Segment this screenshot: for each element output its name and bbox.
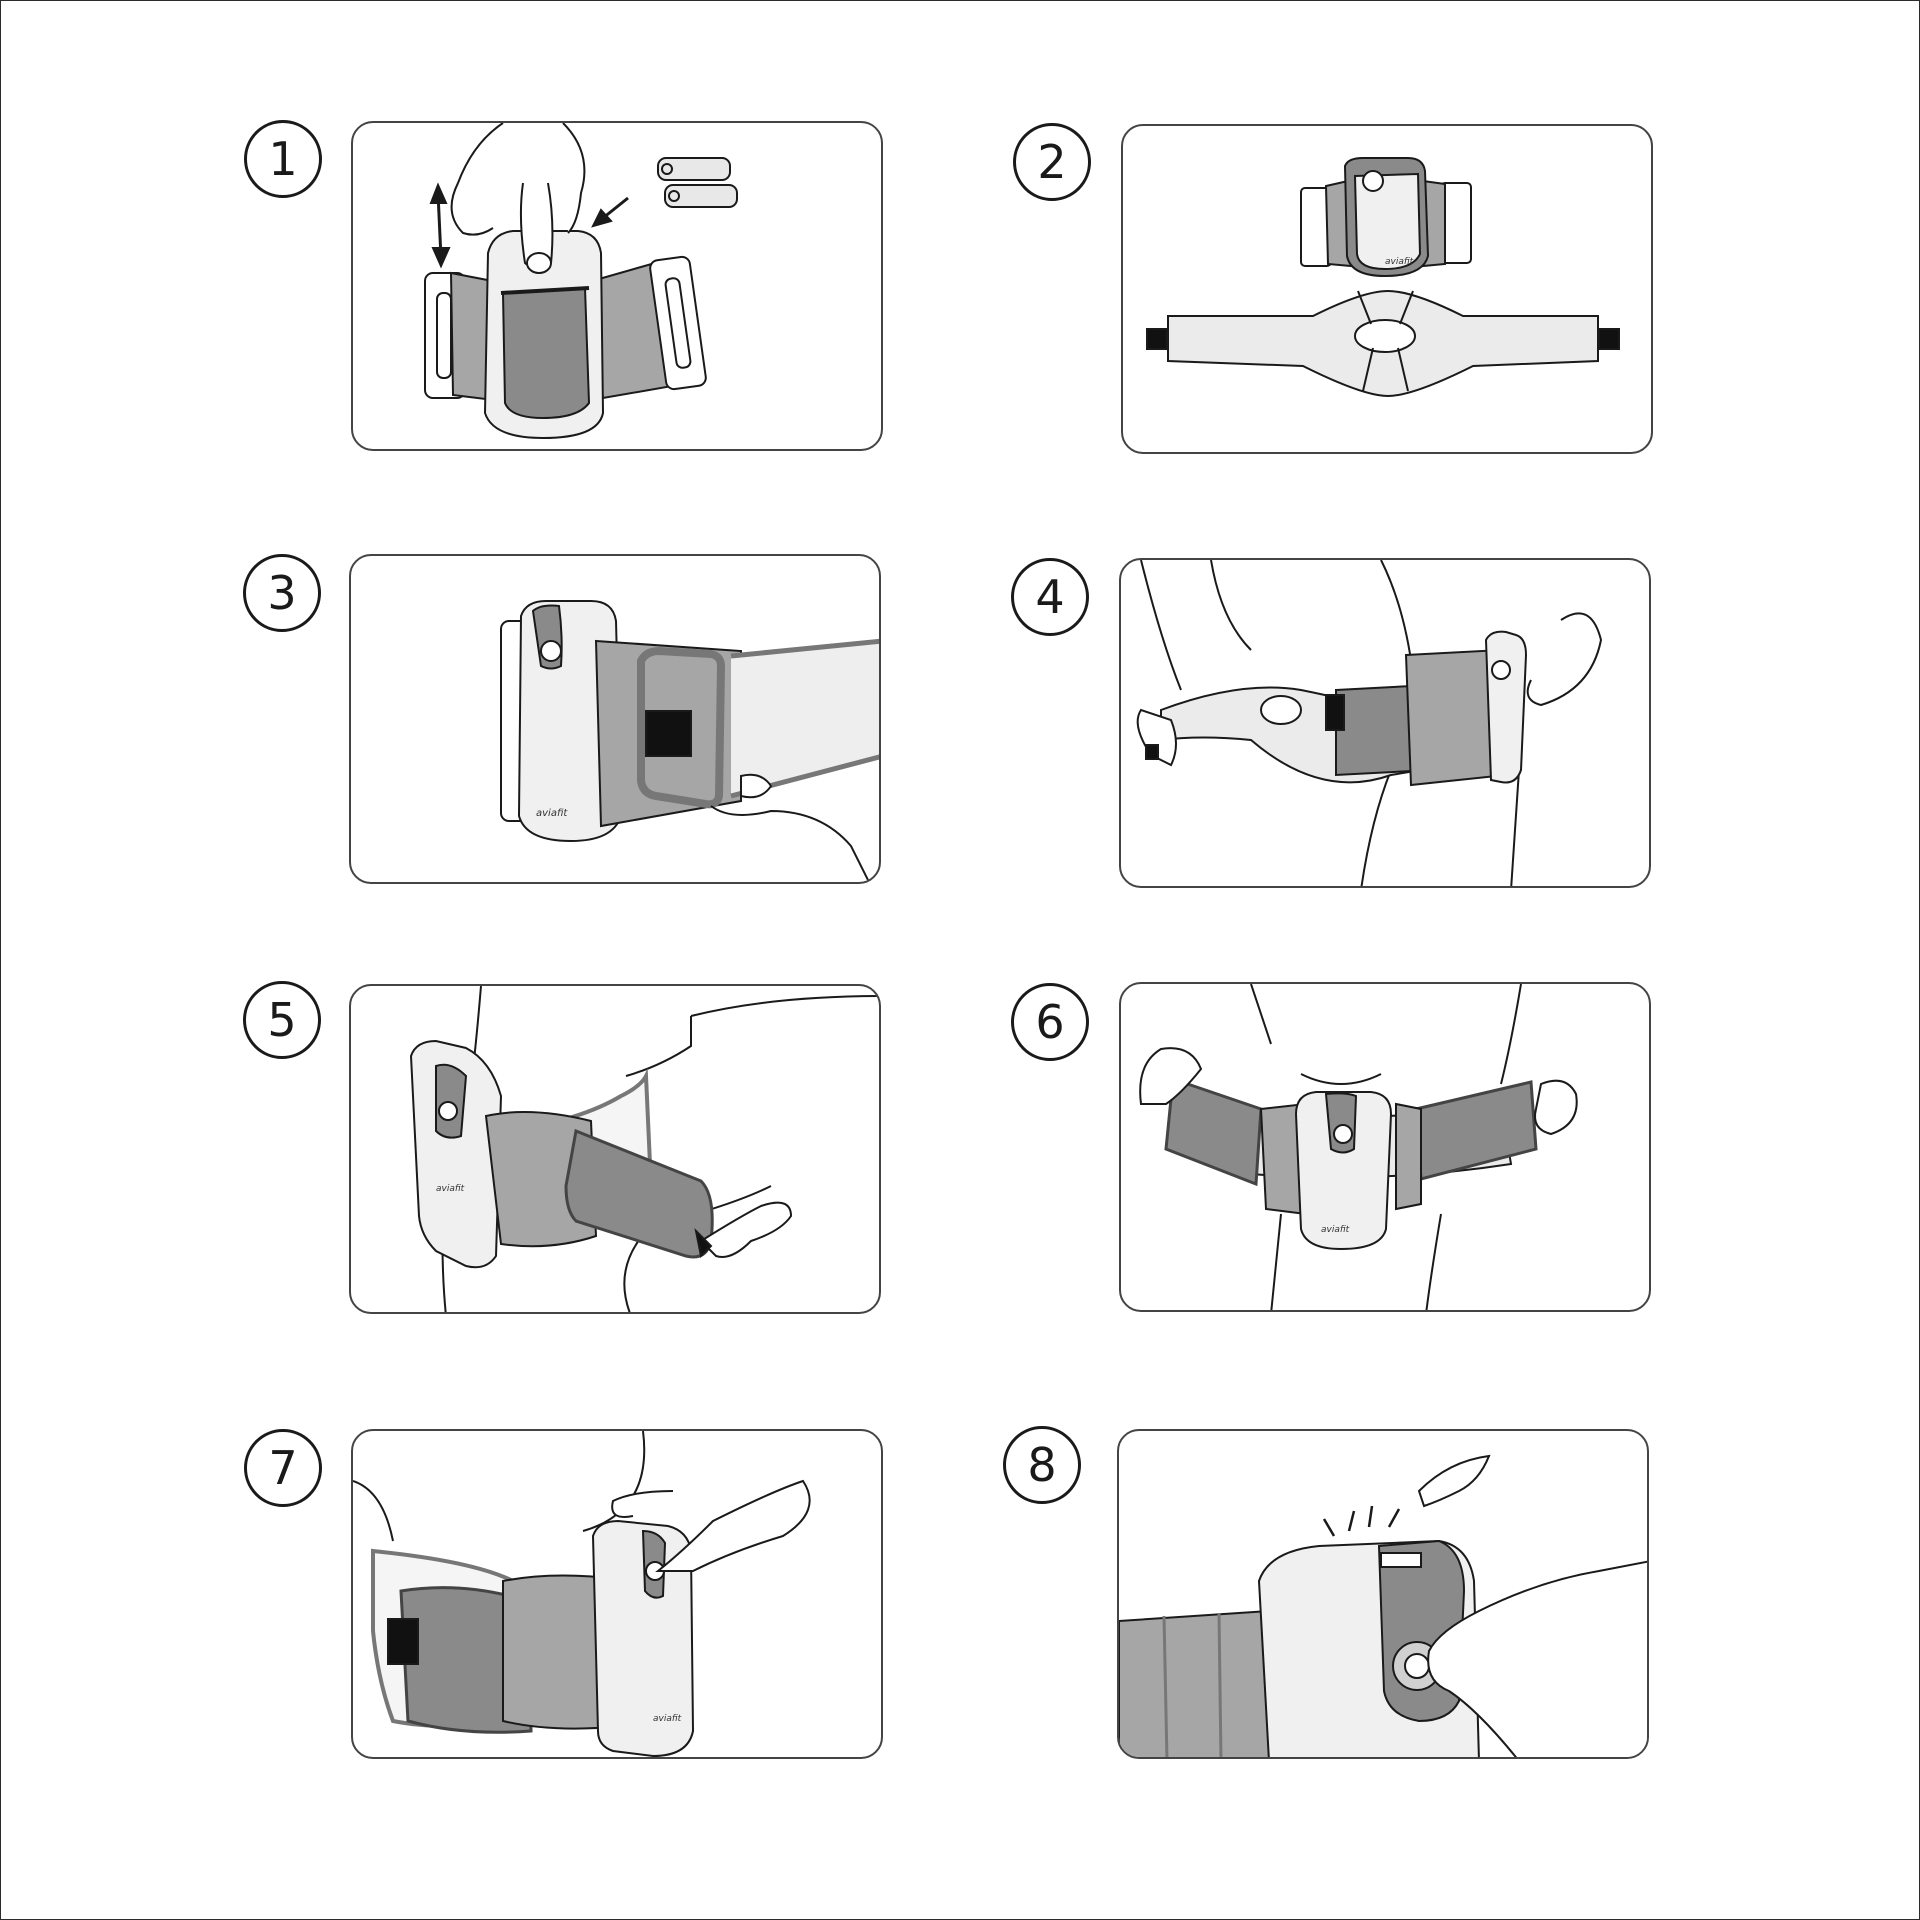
left-strap	[1166, 1079, 1261, 1184]
step-5-number: 5	[243, 981, 321, 1059]
step-5-panel: aviafit	[349, 984, 881, 1314]
step-1-panel	[351, 121, 883, 451]
brand-mark-6: aviafit	[1321, 1225, 1350, 1235]
velcro-patch	[388, 1619, 418, 1664]
step-3-number: 3	[243, 554, 321, 632]
step-2-number: 2	[1013, 123, 1091, 201]
step-3-illustration: aviafit	[351, 556, 881, 884]
step-4-illustration	[1121, 560, 1651, 888]
step-6-number: 6	[1011, 983, 1089, 1061]
velcro-tab	[646, 711, 691, 756]
brand-mark-5: aviafit	[436, 1184, 465, 1194]
right-strap	[1416, 1082, 1536, 1179]
step-1-illustration	[353, 123, 883, 451]
step-7-illustration: aviafit	[353, 1431, 883, 1759]
step-5-illustration: aviafit	[351, 986, 881, 1314]
step-7-number: 7	[244, 1429, 322, 1507]
step-2-illustration: aviafit	[1123, 126, 1653, 454]
brand-mark-3: aviafit	[536, 808, 568, 819]
step-3-panel: aviafit	[349, 554, 881, 884]
step-6-panel: aviafit	[1119, 982, 1651, 1312]
step-4-number: 4	[1011, 558, 1089, 636]
brand-mark-7: aviafit	[653, 1714, 682, 1724]
step-6-illustration: aviafit	[1121, 984, 1651, 1312]
step-8-panel	[1117, 1429, 1649, 1759]
step-2-panel: aviafit	[1121, 124, 1653, 454]
step-7-panel: aviafit	[351, 1429, 883, 1759]
step-8-number: 8	[1003, 1426, 1081, 1504]
step-8-illustration	[1119, 1431, 1649, 1759]
step-1-number: 1	[244, 120, 322, 198]
battery-compartment	[503, 288, 589, 418]
brand-mark-2: aviafit	[1385, 257, 1414, 267]
step-4-panel	[1119, 558, 1651, 888]
